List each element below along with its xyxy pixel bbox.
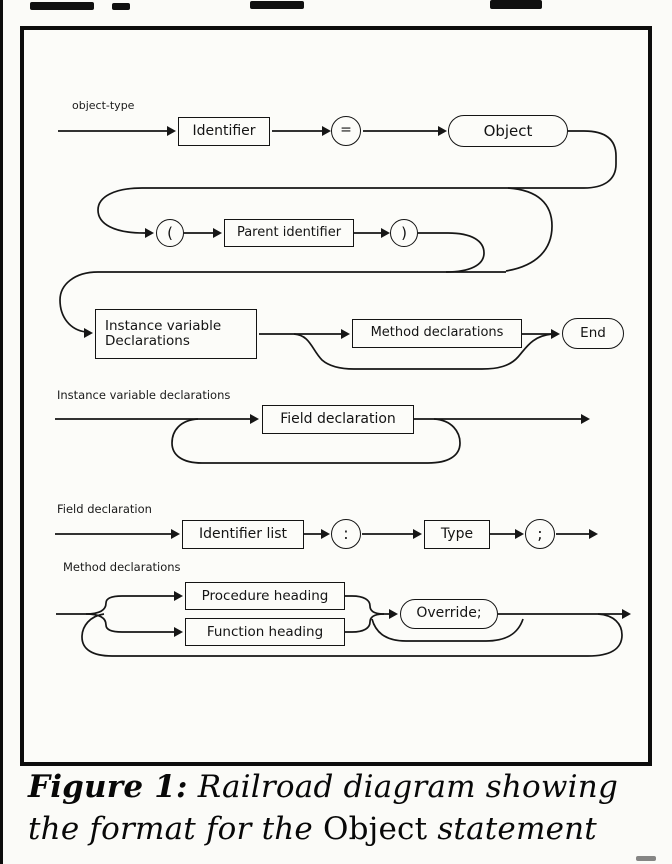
node-instance-variable-declarations: Instance variable Declarations [95, 309, 257, 359]
rail-lines [55, 130, 624, 657]
node-field-declaration: Field declaration [262, 405, 414, 434]
figure-caption-line2-post: statement [427, 811, 597, 847]
scan-artifact [112, 3, 130, 10]
node-function-heading: Function heading [185, 618, 345, 646]
scan-artifact [490, 0, 542, 9]
figure-caption-label: Figure 1: [28, 769, 188, 805]
terminal-semicolon: ; [525, 519, 555, 549]
terminal-equals: = [331, 116, 361, 146]
figure-caption: Figure 1: Railroad diagram showing the f… [28, 766, 656, 850]
node-identifier: Identifier [178, 117, 270, 146]
scan-artifact [636, 856, 656, 861]
page-left-edge [0, 0, 3, 864]
figure-caption-line2-pre: the format for the [28, 811, 324, 847]
node-type: Type [424, 520, 490, 549]
node-parent-identifier: Parent identifier [224, 219, 354, 247]
node-method-declarations: Method declarations [352, 319, 522, 348]
rule-label-instance-variable-declarations: Instance variable declarations [57, 388, 231, 402]
terminal-colon: : [331, 519, 361, 549]
node-override: Override; [400, 599, 498, 629]
scan-artifact [250, 1, 304, 9]
arrowheads [84, 126, 631, 637]
figure-caption-object-word: Object [323, 811, 428, 847]
figure-caption-line1: Railroad diagram showing [187, 769, 618, 805]
terminal-close-paren: ) [390, 219, 418, 247]
instance-variable-line1: Instance variable [105, 318, 222, 335]
rule-label-object-type: object-type [72, 99, 135, 112]
node-identifier-list: Identifier list [182, 520, 304, 549]
node-object: Object [448, 115, 568, 147]
rule-label-field-declaration: Field declaration [57, 502, 152, 516]
terminal-open-paren: ( [156, 219, 184, 247]
scan-artifact [30, 2, 94, 10]
rule-label-method-declarations: Method declarations [63, 560, 181, 574]
node-end: End [562, 318, 624, 349]
instance-variable-line2: Declarations [105, 333, 190, 349]
node-procedure-heading: Procedure heading [185, 582, 345, 610]
